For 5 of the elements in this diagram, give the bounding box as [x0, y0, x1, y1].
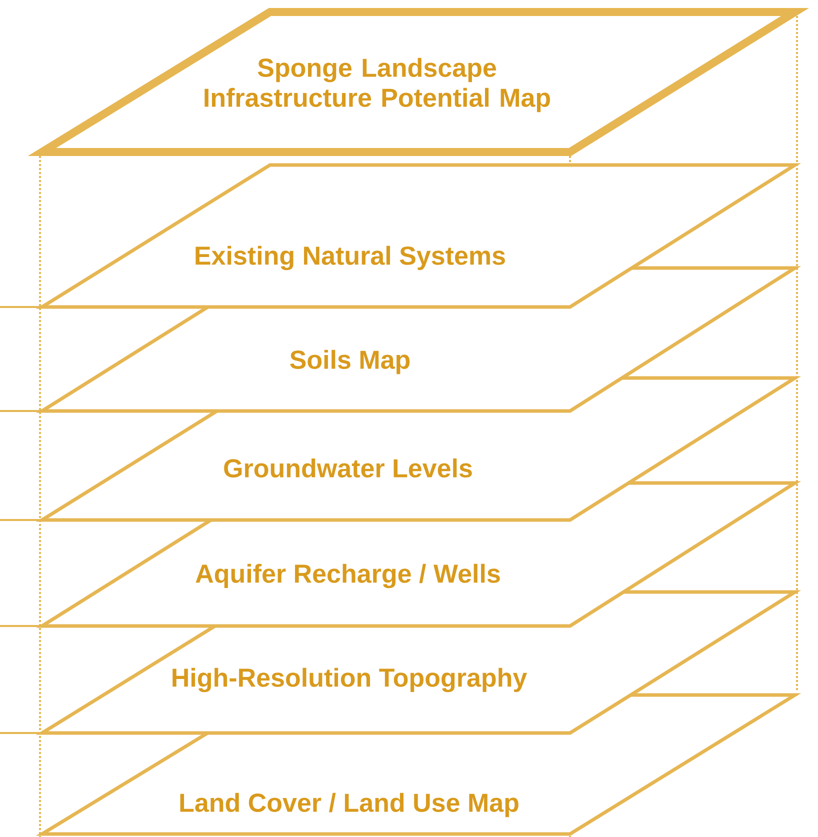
node-label: Aquifer Recharge / Wells [196, 564, 500, 588]
node-label: Soils Map [290, 350, 410, 374]
node-label: Groundwater Levels [224, 458, 472, 478]
node-label: Land Cover / Land Use Map [180, 792, 518, 818]
node-label: High-Resolution Topography [172, 668, 528, 692]
